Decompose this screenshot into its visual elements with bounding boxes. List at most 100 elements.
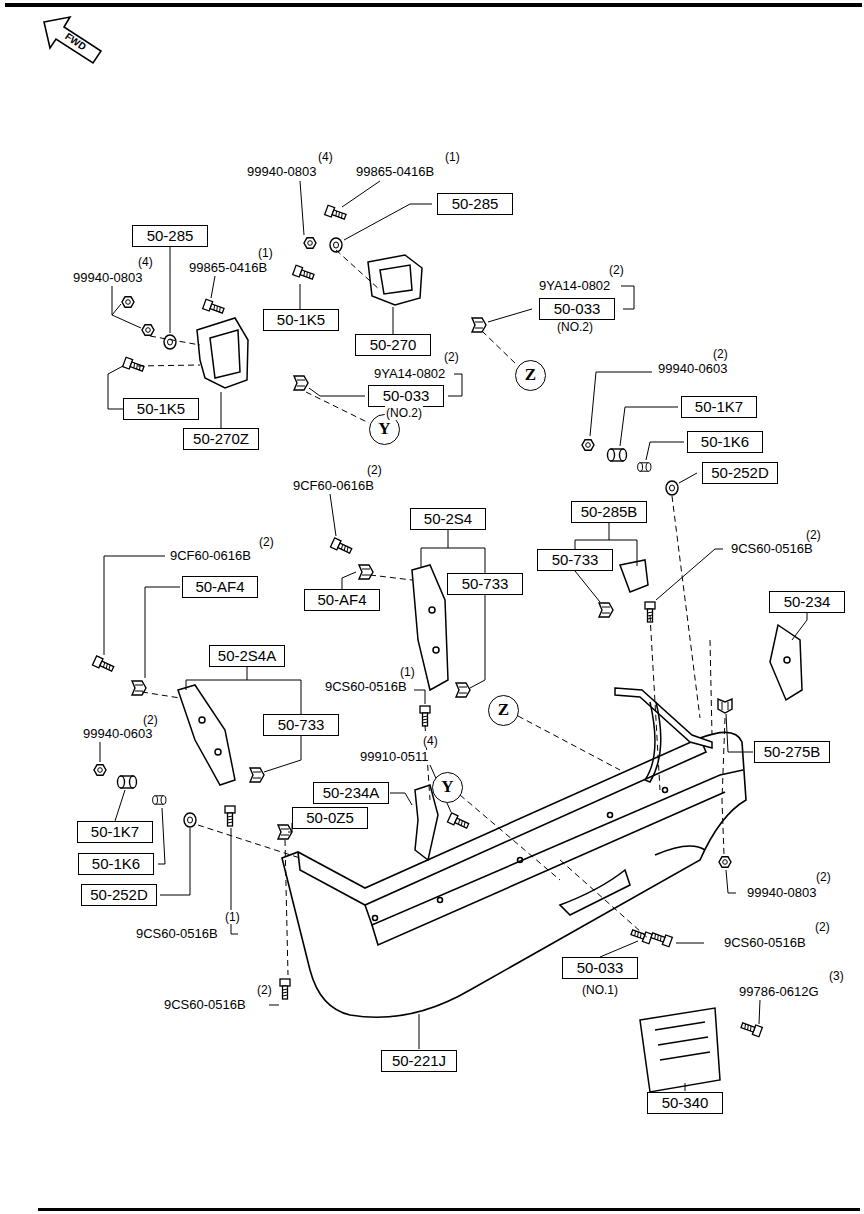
leader-line [685,1083,686,1091]
bumper-cover [438,898,443,903]
fasteners [330,538,352,556]
leader-line [221,392,222,428]
label-text: 99940-0803 [247,164,316,179]
label-text: 99865-0416B [356,164,434,179]
dashed-guide [306,392,369,423]
dashed-guide [336,250,380,290]
brackets [380,265,412,294]
leader-line [112,286,141,328]
label-text: 9CS60-0516B [164,997,246,1012]
leader-line [108,366,123,409]
quantity-note: (2) [608,263,625,277]
leader-line [726,714,753,752]
part-number-box: 50-285 [437,193,513,215]
part-number-box: 50-275B [754,741,830,763]
label-text: 9YA14-0802 [374,366,445,381]
part-number: 50-252D [90,886,148,903]
quantity-note: (1) [257,246,274,260]
dashed-guide [142,692,180,698]
part-number: 50-733 [278,716,325,733]
label-text: 99865-0416B [189,260,267,275]
label-text: (NO.2) [386,406,422,420]
leader-line [330,494,336,536]
part-number-box: 50-AF4 [304,589,380,611]
part-number-box: 50-033 [562,957,638,979]
fasteners [599,603,613,617]
brackets [210,330,240,378]
dashed-guide [460,795,560,880]
bumper-cover [655,846,705,855]
label-text: (1) [445,150,460,164]
label-text: 9CF60-0616B [293,478,374,493]
part-number: 9CF60-0616B [169,549,252,563]
fasteners [132,681,146,695]
leader-line [414,690,425,704]
part-number: 50-733 [552,551,599,568]
dashed-guide [710,640,712,735]
bumper-cover [282,732,746,1017]
brackets [640,1008,720,1092]
dashed-guide [138,336,200,366]
dashed-guide [672,496,700,718]
quantity-note: (2) [142,713,159,727]
leader-line [488,309,532,322]
part-number: 50-252D [711,464,769,481]
frame-rule [5,3,862,7]
quantity-note: (1) [399,665,416,679]
brackets [620,560,648,592]
label-text: (2) [815,920,830,934]
part-number: 50-2S4 [424,510,472,527]
part-number-box: 50-1K6 [78,853,154,875]
bumper-cover [373,916,378,921]
part-number: 50-275B [764,743,821,760]
leader-line [186,667,301,714]
quantity-note: (2) [366,463,383,477]
brackets [178,685,235,785]
reference-letter: Y [378,419,390,438]
part-number: 9YA14-0802 [538,279,611,293]
label-text: (2) [259,535,274,549]
brackets [784,657,790,663]
reference-letter: Z [498,700,509,719]
leader-line [115,790,125,821]
part-number: 99940-0803 [746,886,817,900]
leader-line [100,181,807,1091]
part-number: 50-1K7 [91,823,139,840]
dashed-guide [370,575,412,580]
leader-line [390,793,412,805]
part-number-box: 50-033 [368,385,444,407]
part-number-box: 50-234 [769,591,845,613]
leader-line [160,828,190,895]
label-text: 99940-0803 [73,270,142,285]
reinforcement [615,688,712,782]
quantity-note: (3) [828,969,845,983]
label-text: (NO.1) [582,983,618,997]
part-number-box: 50-285B [571,501,647,523]
part-number: 99940-0803 [246,165,317,179]
fwd-arrow [44,17,101,63]
fasteners [184,813,196,827]
leader-line [344,204,432,240]
part-number-box: 50-1K7 [77,821,153,843]
part-number-box: 50-270Z [183,428,259,450]
part-number-box: 50-252D [81,884,157,906]
part-number: 99940-0603 [657,362,728,376]
part-number: 50-234A [323,784,380,801]
fasteners [94,765,106,775]
label-text: 9YA14-0802 [539,278,610,293]
fasteners [92,205,762,1037]
leader-line [470,595,485,688]
label-text: 9CS60-0516B [136,926,218,941]
fasteners [447,813,469,831]
bumper-cover [663,788,668,793]
brackets [197,318,248,388]
label-text: 99786-0612G [739,984,819,999]
label-text: (3) [829,969,844,983]
label-text: 99940-0803 [747,885,816,900]
leader-line [656,549,723,600]
part-number: 9CF60-0616B [292,479,375,493]
fasteners [359,565,373,579]
quantity-note: (1) [224,910,241,924]
part-number: 99940-0603 [82,727,153,741]
part-number: 50-340 [662,1094,709,1111]
